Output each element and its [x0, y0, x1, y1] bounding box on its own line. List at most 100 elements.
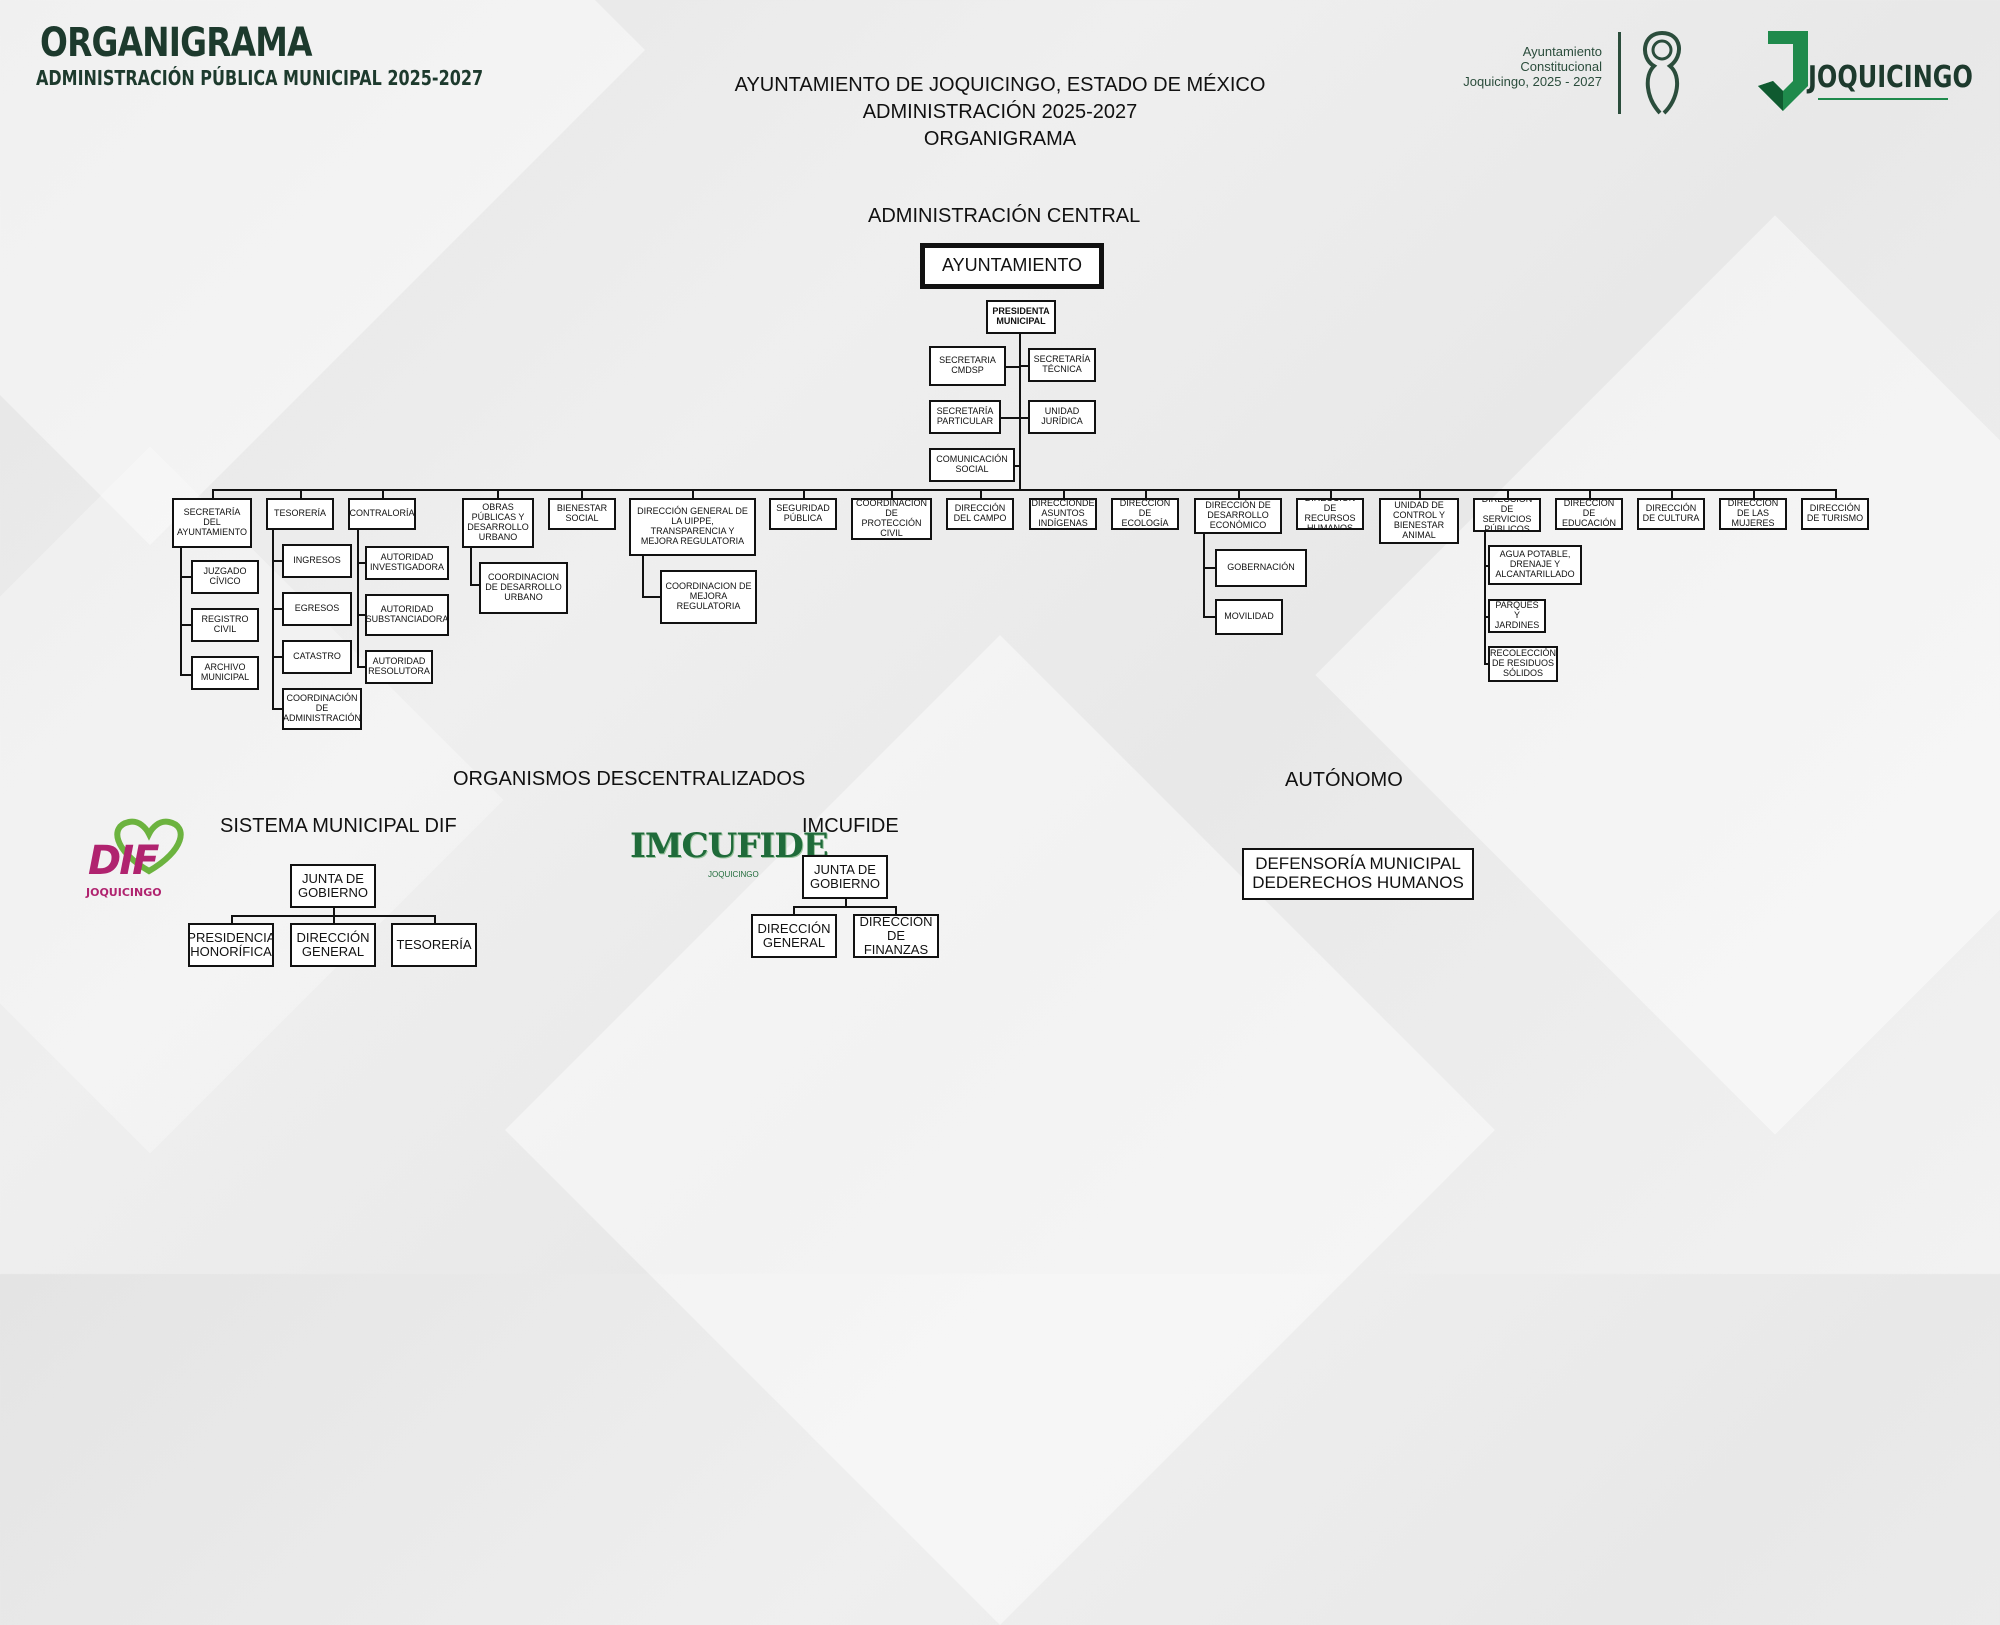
- connector: [333, 908, 335, 916]
- department-box: CONTRALORÍA: [348, 498, 416, 530]
- department-box: DIRECCIÓN DE CULTURA: [1637, 498, 1705, 530]
- staff-box: SECRETARIA CMDSP: [929, 346, 1006, 386]
- connector: [1330, 489, 1332, 498]
- connector: [1484, 565, 1488, 567]
- connector: [980, 489, 982, 498]
- connector: [1063, 489, 1065, 498]
- department-box: DIRECCIÓN DE ECOLOGÍA: [1111, 498, 1179, 530]
- dif-title: SISTEMA MUNICIPAL DIF: [220, 815, 457, 837]
- connector: [434, 915, 436, 924]
- imcufide-logo-text: IMCUFIDE: [630, 826, 829, 866]
- dif-child-box: TESORERÍA: [391, 923, 477, 967]
- subunit-box: AGUA POTABLE, DRENAJE Y ALCANTARILLADO: [1488, 545, 1582, 585]
- connector: [180, 548, 182, 676]
- connector: [1203, 616, 1215, 618]
- emblem-icon: [1643, 31, 1681, 115]
- connector: [470, 584, 479, 586]
- dif-junta-box: JUNTA DE GOBIERNO: [290, 864, 376, 908]
- connector: [497, 489, 499, 498]
- subunit-box: COORDINACIÓN DE ADMINISTRACIÓN: [282, 688, 362, 730]
- connector: [1507, 489, 1509, 498]
- subunit-box: EGRESOS: [282, 592, 352, 626]
- connector: [803, 489, 805, 498]
- connector: [272, 530, 274, 710]
- connector: [581, 489, 583, 498]
- connector: [1835, 489, 1837, 498]
- joquicingo-logo-text: JOQUICINGO: [1808, 60, 1973, 95]
- connector: [642, 556, 644, 596]
- connector: [1753, 489, 1755, 498]
- descentralizados-title: ORGANISMOS DESCENTRALIZADOS: [453, 768, 806, 790]
- department-box: OBRAS PÚBLICAS Y DESARROLLO URBANO: [462, 498, 534, 548]
- connector: [272, 608, 282, 610]
- subunit-box: MOVILIDAD: [1215, 599, 1283, 635]
- connector: [895, 906, 897, 915]
- connector: [357, 614, 365, 616]
- subunit-box: AUTORIDAD INVESTIGADORA: [365, 546, 449, 580]
- ayto-label-line: Constitucional: [1520, 59, 1602, 74]
- connector: [1145, 489, 1147, 498]
- subunit-box: GOBERNACIÓN: [1215, 549, 1307, 587]
- brand-subtitle: ADMINISTRACIÓN PÚBLICA MUNICIPAL 2025-20…: [36, 66, 484, 90]
- department-box: BIENESTAR SOCIAL: [548, 498, 616, 530]
- subunit-box: REGISTRO CIVIL: [191, 608, 259, 642]
- staff-box: SECRETARÍA TÉCNICA: [1028, 348, 1096, 382]
- connector: [793, 906, 795, 915]
- background-shape: [1315, 215, 2000, 1135]
- dif-child-box: DIRECCIÓN GENERAL: [290, 923, 376, 967]
- department-box: DIRECCIÓN DE TURISMO: [1801, 498, 1869, 530]
- connector: [300, 489, 302, 498]
- connector: [1019, 334, 1021, 489]
- imcufide-child-box: DIRECCIÓN GENERAL: [751, 914, 837, 958]
- department-box: DIRECCIÓNDE ASUNTOS INDÍGENAS: [1029, 498, 1097, 530]
- dif-heart-icon: [114, 818, 184, 875]
- connector: [272, 708, 282, 710]
- connector: [692, 489, 694, 498]
- header-line-3: ORGANIGRAMA: [923, 128, 1077, 150]
- staff-box: SECRETARÍA PARTICULAR: [929, 400, 1001, 434]
- presidenta-box: PRESIDENTA MUNICIPAL: [986, 300, 1056, 334]
- connector: [357, 666, 365, 668]
- subunit-box: COORDINACION DE DESARROLLO URBANO: [479, 562, 568, 614]
- connector: [1484, 663, 1488, 665]
- imcufide-logo-sub: JOQUICINGO: [708, 870, 759, 879]
- subunit-box: CATASTRO: [282, 640, 352, 674]
- logo-underline: [1818, 98, 1948, 100]
- connector: [1203, 534, 1205, 618]
- staff-box: UNIDAD JURÍDICA: [1028, 400, 1096, 434]
- department-box: COORDINACIÓN DE PROTECCIÓN CIVIL: [851, 498, 932, 540]
- connector: [793, 906, 897, 908]
- connector: [212, 489, 214, 498]
- connector: [1484, 616, 1488, 618]
- central-title: ADMINISTRACIÓN CENTRAL: [868, 205, 1141, 227]
- department-box: DIRECCIÓN DE LAS MUJERES: [1719, 498, 1787, 530]
- ayto-label-line: Joquicingo, 2025 - 2027: [1463, 74, 1602, 89]
- connector: [845, 899, 847, 907]
- department-box: TESORERÍA: [266, 498, 334, 530]
- brand-title: ORGANIGRAMA: [40, 20, 312, 66]
- department-box: DIRECCIÓN DEL CAMPO: [946, 498, 1014, 530]
- connector: [1001, 417, 1019, 419]
- imcufide-title: IMCUFIDE: [802, 815, 899, 837]
- connector: [180, 576, 191, 578]
- department-box: DIRECCIÓN GENERAL DE LA UIPPE, TRANSPARE…: [629, 498, 756, 556]
- connector: [891, 489, 893, 498]
- dif-logo-sub: JOQUICINGO: [86, 886, 162, 899]
- connector: [231, 915, 233, 924]
- subunit-box: PARQUES Y JARDINES: [1488, 599, 1546, 633]
- connector: [382, 489, 384, 498]
- connector: [1671, 489, 1673, 498]
- connector: [1015, 465, 1019, 467]
- subunit-box: COORDINACION DE MEJORA REGULATORIA: [660, 570, 757, 624]
- autonomo-title: AUTÓNOMO: [1285, 769, 1403, 791]
- joquicingo-logo-icon: [1758, 31, 1808, 111]
- defensoria-box: DEFENSORÍA MUNICIPAL DEDERECHOS HUMANOS: [1242, 848, 1474, 900]
- ayto-label-line: Ayuntamiento: [1522, 44, 1602, 59]
- imcufide-logo: IMCUFIDE JOQUICINGO: [630, 826, 829, 882]
- department-box: SEGURIDAD PÚBLICA: [769, 498, 837, 530]
- connector: [180, 624, 191, 626]
- imcufide-child-box: DIRECCIÓN DE FINANZAS: [853, 914, 939, 958]
- connector: [272, 656, 282, 658]
- connector: [333, 915, 335, 924]
- connector: [357, 562, 365, 564]
